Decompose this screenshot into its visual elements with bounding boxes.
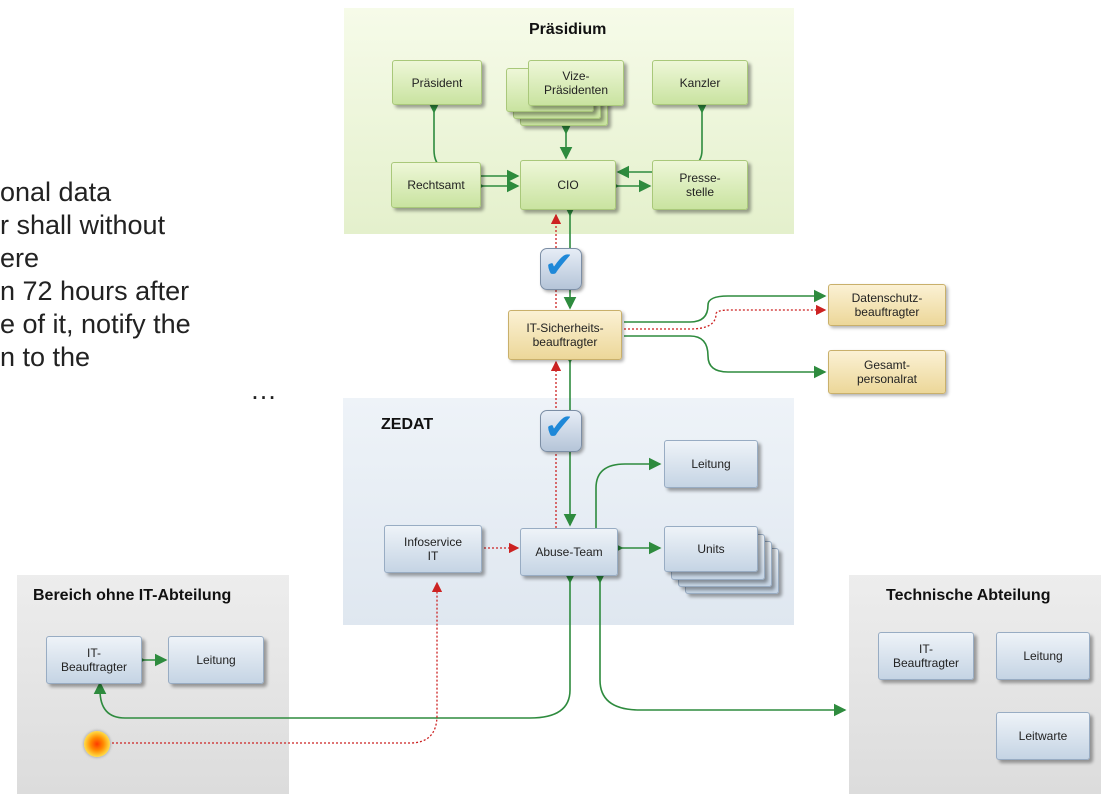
arrow-itsec-datenschutz: [624, 289, 827, 323]
rechtsamt-box: Rechtsamt: [391, 162, 481, 208]
praesidium-title: Präsidium: [529, 21, 607, 38]
slide-line: e of it, notify the: [0, 309, 191, 339]
datenschutz-beauftragter-box: Datenschutz- beauftragter: [828, 284, 946, 326]
arrow-abuse-technisch: [593, 570, 847, 717]
technisch-it-label: IT- Beauftragter: [892, 642, 960, 670]
technisch-leitung-box: Leitung: [996, 632, 1090, 680]
infoservice-it-box: Infoservice IT: [384, 525, 482, 573]
leitwarte-box: Leitwarte: [996, 712, 1090, 760]
arrow-itsec-personalrat: [624, 335, 827, 379]
slide-line: r shall without: [0, 210, 166, 240]
gesamtpersonalrat-box: Gesamt- personalrat: [828, 350, 946, 394]
zedat-leitung-box: Leitung: [664, 440, 758, 488]
slide-line: onal data: [0, 177, 112, 207]
incident-burst-icon: [84, 731, 110, 757]
red-arrow-itsec-datenschutz: [624, 304, 827, 330]
personalrat-label: Gesamt- personalrat: [856, 358, 918, 386]
checkmark-icon: ✔: [540, 407, 582, 452]
arrow-abuse-leitung: [589, 457, 662, 542]
slide-line: …: [250, 375, 277, 405]
bereich-leitung-box: Leitung: [168, 636, 264, 684]
checkmark-icon: ✔: [540, 245, 582, 290]
slide-body-text: onal data r shall without ere n 72 hours…: [0, 176, 277, 407]
pressestelle-label: Presse- stelle: [679, 171, 721, 199]
praesident-box: Präsident: [392, 60, 482, 105]
infoservice-label: Infoservice IT: [403, 535, 463, 563]
zedat-title: ZEDAT: [381, 416, 434, 433]
arrow-abuse-bereich: [93, 570, 577, 719]
it-sicherheits-beauftragter-box: IT-Sicherheits- beauftragter: [508, 310, 622, 360]
technisch-it-beauftragter-box: IT- Beauftragter: [878, 632, 974, 680]
pressestelle-box: Presse- stelle: [652, 160, 748, 210]
vize-praesidenten-box: Vize- Präsidenten: [528, 60, 624, 106]
datenschutz-label: Datenschutz- beauftragter: [851, 291, 923, 319]
units-box: Units: [664, 526, 758, 572]
slide-line: n to the: [0, 342, 91, 372]
cio-box: CIO: [520, 160, 616, 210]
slide-line: ere: [0, 243, 40, 273]
technisch-title: Technische Abteilung: [886, 587, 1051, 604]
red-arrow-incident-info: [112, 581, 443, 744]
slide-line: n 72 hours after: [0, 276, 190, 306]
vize-label: Vize- Präsidenten: [543, 69, 609, 97]
bereich-it-beauftragter-box: IT- Beauftragter: [46, 636, 142, 684]
bereich-it-label: IT- Beauftragter: [60, 646, 128, 674]
it-sicherheits-label: IT-Sicherheits- beauftragter: [526, 321, 604, 349]
abuse-team-box: Abuse-Team: [520, 528, 618, 576]
kanzler-box: Kanzler: [652, 60, 748, 105]
